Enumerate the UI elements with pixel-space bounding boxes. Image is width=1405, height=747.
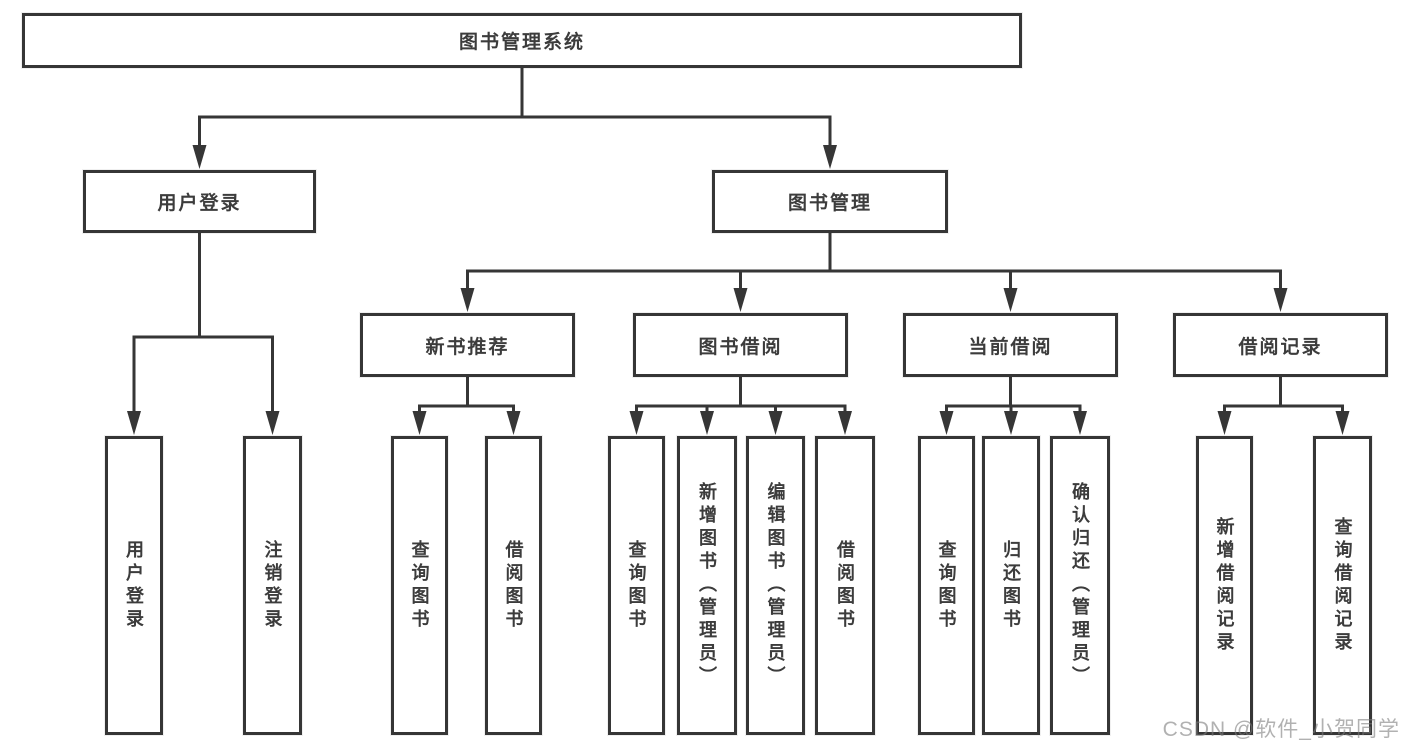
node-label: 用户登录: [124, 539, 144, 632]
connector-line: [1223, 375, 1344, 417]
node-label: 查询借阅记录: [1332, 516, 1353, 655]
node-label: 借阅记录: [1238, 336, 1323, 358]
connector-line: [198, 66, 832, 151]
node-confirm-return: 确认归还（管理员）: [1050, 436, 1110, 735]
arrowhead-icon: [127, 411, 141, 435]
node-user-login-group: 用户登录: [83, 170, 316, 233]
node-borrow-book-new: 借阅图书: [485, 436, 542, 735]
node-label: 确认归还（管理员）: [1070, 482, 1090, 689]
arrowhead-icon: [506, 411, 521, 435]
arrowhead-icon: [460, 288, 475, 312]
node-user-login: 用户登录: [105, 436, 163, 735]
arrowhead-icon: [1073, 411, 1087, 435]
arrowhead-icon: [768, 411, 783, 435]
node-edit-book-admin: 编辑图书（管理员）: [746, 436, 805, 735]
node-logout: 注销登录: [243, 436, 302, 735]
node-return-book: 归还图书: [982, 436, 1040, 735]
connector-line: [418, 375, 515, 417]
arrowhead-icon: [1335, 411, 1350, 435]
node-label: 用户登录: [157, 193, 242, 214]
node-label: 编辑图书（管理员）: [765, 482, 786, 689]
node-label: 查询图书: [936, 539, 957, 632]
node-add-borrow-record: 新增借阅记录: [1196, 436, 1253, 735]
arrowhead-icon: [192, 145, 207, 169]
node-label: 查询图书: [409, 539, 430, 632]
node-new-book-rec: 新书推荐: [360, 313, 575, 377]
arrowhead-icon: [1004, 411, 1018, 435]
node-query-book-current: 查询图书: [918, 436, 975, 735]
node-book-mgmt-group: 图书管理: [712, 170, 948, 233]
arrowhead-icon: [629, 411, 644, 435]
arrowhead-icon: [939, 411, 954, 435]
connector-line: [945, 375, 1082, 417]
node-label: 借阅图书: [503, 539, 524, 632]
node-label: 新书推荐: [425, 336, 510, 358]
node-label: 归还图书: [1001, 539, 1021, 632]
node-label: 图书管理系统: [458, 32, 585, 53]
arrowhead-icon: [1003, 288, 1018, 312]
arrowhead-icon: [1273, 288, 1288, 312]
node-borrow-records: 借阅记录: [1173, 313, 1388, 377]
arrowhead-icon: [700, 411, 714, 435]
connector-line: [132, 231, 274, 417]
arrowhead-icon: [733, 288, 748, 312]
node-root: 图书管理系统: [22, 13, 1022, 68]
arrowhead-icon: [823, 145, 837, 169]
node-add-book-admin: 新增图书（管理员）: [677, 436, 737, 735]
node-label: 查询图书: [626, 539, 647, 632]
node-label: 当前借阅: [968, 336, 1053, 358]
node-label: 图书借阅: [698, 336, 783, 358]
arrowhead-icon: [265, 411, 280, 435]
node-current-borrow: 当前借阅: [903, 313, 1118, 377]
node-query-borrow-record: 查询借阅记录: [1313, 436, 1372, 735]
node-borrow-book: 借阅图书: [815, 436, 875, 735]
connector-line: [635, 375, 847, 417]
arrowhead-icon: [838, 411, 852, 435]
node-label: 新增借阅记录: [1214, 516, 1235, 655]
node-query-book-new: 查询图书: [391, 436, 448, 735]
node-label: 借阅图书: [835, 539, 855, 632]
node-book-borrow: 图书借阅: [633, 313, 848, 377]
connector-line: [466, 231, 1282, 294]
arrowhead-icon: [412, 411, 427, 435]
node-label: 图书管理: [787, 193, 872, 214]
arrowhead-icon: [1217, 411, 1232, 435]
node-label: 注销登录: [262, 539, 283, 632]
node-query-book-borrow: 查询图书: [608, 436, 665, 735]
node-label: 新增图书（管理员）: [697, 482, 717, 689]
